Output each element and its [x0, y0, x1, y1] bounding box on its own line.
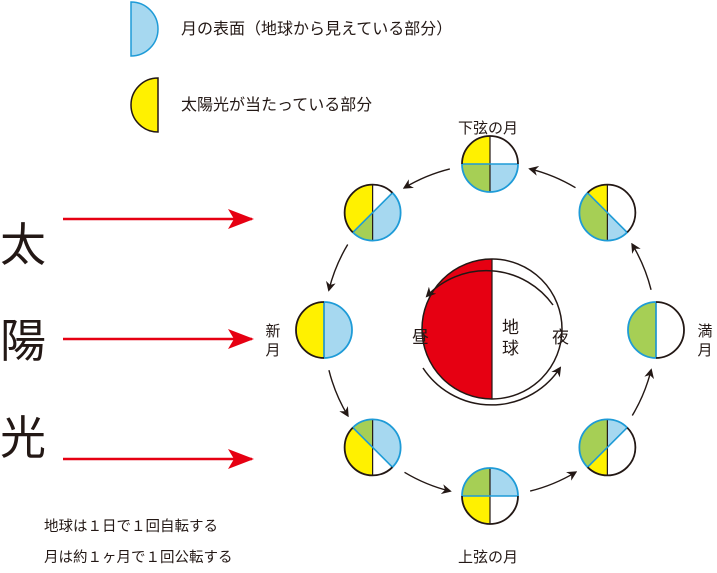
moon-visible-region	[324, 302, 352, 358]
orbit-arrow	[631, 368, 654, 416]
moon-lit-visible-region	[462, 468, 490, 496]
orbit-arrow	[529, 471, 578, 492]
moon-lit-visible-region	[352, 212, 373, 241]
earth-label-char-2: 球	[502, 339, 519, 360]
new-moon-label-char-2: 月	[265, 340, 281, 359]
earth	[421, 258, 563, 406]
moon-dark-region	[656, 302, 684, 358]
orbit-arrow	[326, 244, 349, 292]
moon-lit-region	[587, 184, 608, 213]
moon-outline-visible	[627, 301, 657, 359]
moon-outline-visible	[461, 163, 519, 193]
moon-visible-region	[607, 419, 628, 448]
moon-outline-visible	[578, 418, 628, 468]
moon-lit-visible-region	[462, 164, 490, 192]
orbit-arrow	[328, 369, 349, 418]
moon-lit-region	[344, 427, 373, 476]
note-rotation: 地球は１日で１回自転する	[44, 519, 218, 535]
moon-visible-region	[490, 164, 518, 192]
moon-outline-far	[586, 426, 637, 477]
rotation-arrow-bottom	[422, 366, 562, 406]
moon-outline-far	[343, 183, 394, 234]
day-label: 昼	[412, 328, 429, 348]
moon-visible-region	[372, 192, 401, 241]
moon-lit-visible-region	[579, 419, 608, 468]
moon-outline-far	[655, 301, 685, 359]
moon-outline-visible	[323, 301, 353, 359]
moon-lit-region	[587, 447, 608, 476]
note-revolution: 月は約１ヶ月で１回公転する	[44, 550, 233, 566]
legend-lit-label: 太陽光が当たっている部分	[181, 95, 373, 114]
moon-dark-region	[607, 427, 636, 476]
full-moon-label-char-1: 満	[697, 322, 713, 340]
moon-outline-far	[295, 301, 325, 359]
moon-visibility-boundary	[587, 427, 628, 468]
moon-outline-far	[343, 426, 394, 477]
earth-label-char-1: 地	[502, 318, 519, 338]
legend-lit-swatch	[130, 77, 159, 133]
moons	[295, 135, 685, 525]
moon-lit-region	[462, 496, 490, 524]
moon-visible-region	[372, 419, 401, 468]
moon-visible-region	[490, 468, 518, 496]
moon-outline-far	[461, 495, 519, 525]
moon-visible-region	[607, 212, 628, 241]
rotation-arrow-top	[425, 269, 554, 306]
moon-dark-region	[372, 184, 393, 213]
moon-lit-region	[462, 136, 490, 164]
moon-outline-visible	[352, 192, 402, 242]
orbit-arrow	[402, 168, 451, 189]
orbit-arrows	[326, 166, 654, 494]
moon-lit-region	[344, 184, 373, 233]
moon-outline-far	[586, 183, 637, 234]
earth-day-side	[422, 259, 492, 399]
moon-visibility-boundary	[352, 427, 393, 468]
moon-lit-visible-region	[628, 302, 656, 358]
moon-visibility-boundary	[587, 192, 628, 233]
moon-outline-visible	[352, 418, 402, 468]
legend-visible-label: 月の表面（地球から見えている部分）	[181, 19, 453, 38]
sun-char-3: 光	[0, 411, 46, 465]
earth-label: 地 球	[502, 318, 519, 361]
night-label: 夜	[552, 328, 569, 348]
first-quarter-label: 上弦の月	[458, 548, 519, 566]
moon-outline-far	[461, 135, 519, 165]
moon-lit-region	[296, 302, 324, 358]
third-quarter-label: 下弦の月	[458, 119, 519, 137]
moon-outline-visible	[461, 467, 519, 497]
sun-char-2: 陽	[0, 314, 46, 368]
new-moon-label-char-1: 新	[265, 322, 281, 340]
full-moon-label: 満 月	[697, 322, 713, 360]
moon-visibility-boundary	[352, 192, 393, 233]
legend-visible-swatch	[130, 1, 159, 57]
moon-dark-region	[490, 496, 518, 524]
orbit-arrow	[631, 242, 652, 291]
moon-dark-region	[372, 447, 393, 476]
new-moon-label: 新 月	[265, 322, 281, 360]
orbit-arrow	[404, 471, 452, 494]
moon-outline-visible	[578, 192, 628, 242]
sunlight-arrows	[63, 209, 254, 469]
moon-dark-region	[490, 136, 518, 164]
moon-lit-visible-region	[352, 419, 373, 448]
orbit-arrow	[528, 166, 576, 189]
sun-char-1: 太	[0, 218, 46, 272]
moon-dark-region	[607, 184, 636, 233]
full-moon-label-char-2: 月	[697, 340, 713, 359]
moon-lit-visible-region	[579, 192, 608, 241]
